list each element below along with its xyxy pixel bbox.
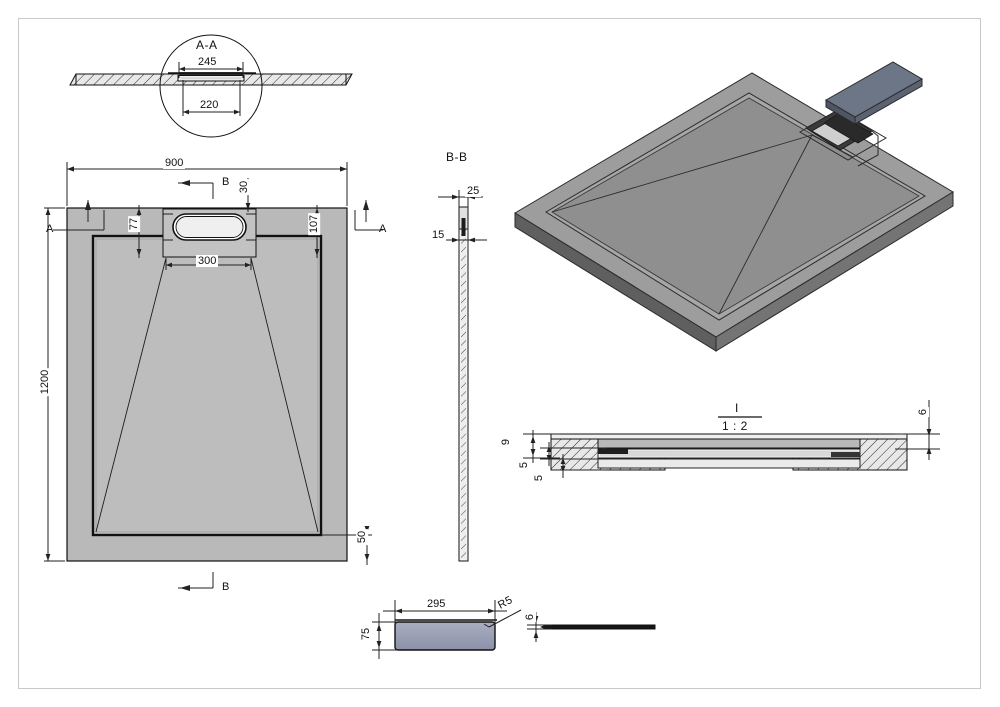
plan-dim-1200-text: 1200 [39,367,52,397]
detail-i-dim-9-text: 9 [500,436,513,448]
detail-i-scale-label: 1 : 2 [722,419,748,433]
sheet-border [18,18,981,689]
detail-i-dim-5b-text: 5 [533,472,546,484]
plan-dim-107-text: 107 [308,212,321,236]
detail-i-label: I [735,401,739,415]
section-label-b-bottom: B [222,581,230,593]
grate-dim-75-text: 75 [360,625,373,643]
plan-dim-30-text: 30 [238,178,251,196]
detail-aa-dim-220-text: 220 [198,99,221,111]
detail-aa-dim-245-text: 245 [196,56,219,68]
plan-dim-900-text: 900 [163,157,186,169]
section-label-b-top: B [222,176,230,188]
grate-side-dim-6-text: 6 [524,611,537,623]
plan-dim-300-text: 300 [196,255,219,267]
plan-dim-77-text: 77 [128,215,141,233]
section-bb-dim-25-text: 25 [465,185,482,197]
section-bb-dim-15-text: 15 [430,229,447,241]
detail-i-dim-6-text: 6 [917,406,930,418]
section-label-a-left: A [46,223,54,235]
plan-dim-50-text: 50 [356,528,369,546]
grate-dim-295-text: 295 [425,598,448,610]
detail-i-dim-5a-text: 5 [518,459,531,471]
section-label-a-right: A [379,223,387,235]
detail-aa-label: A-A [196,38,218,52]
section-bb-label: B-B [446,150,468,164]
